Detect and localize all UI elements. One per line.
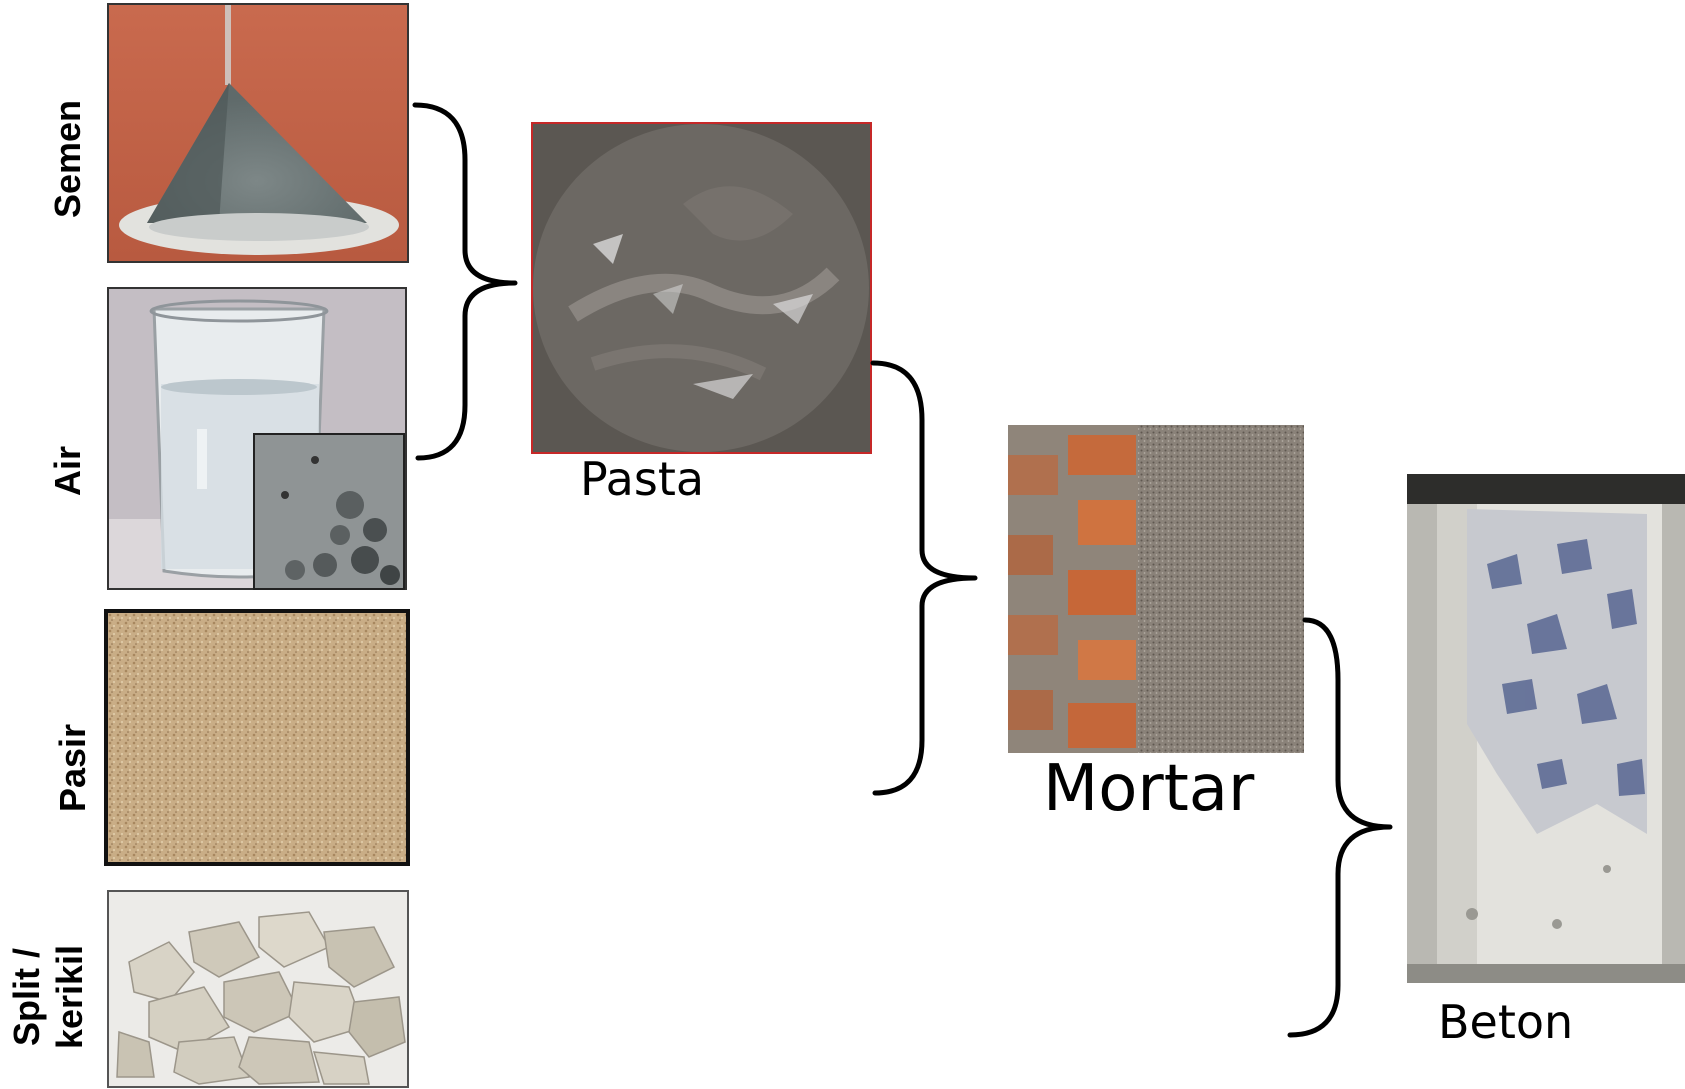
brace-to-mortar	[873, 363, 975, 793]
brace-to-beton	[1290, 620, 1390, 1035]
brace-to-pasta	[415, 105, 515, 458]
